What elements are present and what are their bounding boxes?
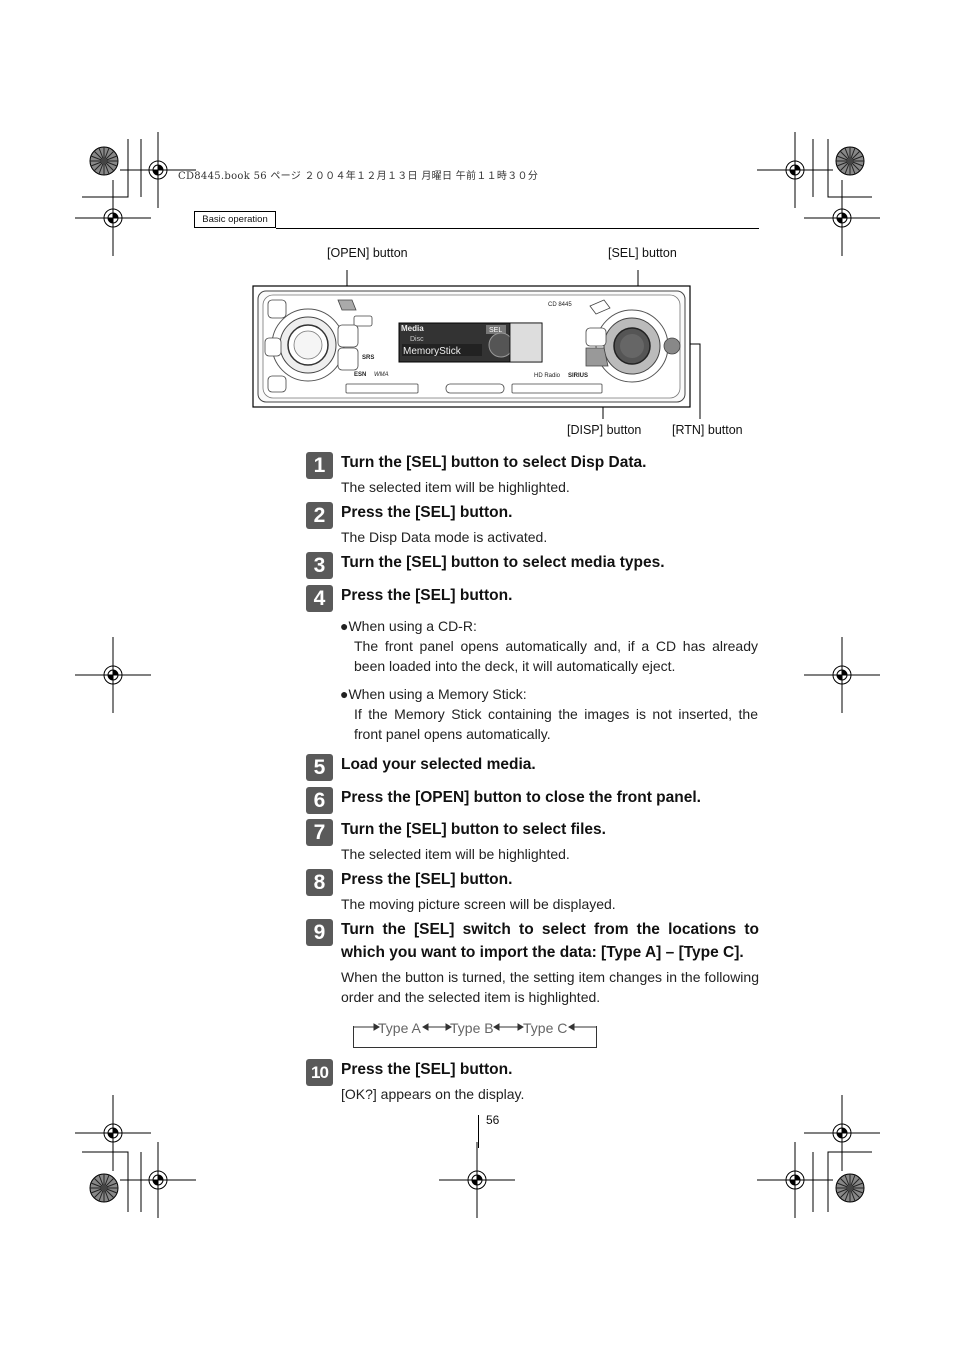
page-number-rule [478,1115,479,1148]
step-title-4: Press the [SEL] button. [341,587,513,604]
step-title-1: Turn the [SEL] button to select Disp Dat… [341,454,647,471]
bullet-memorystick-head: When using a Memory Stick: [348,686,527,702]
step-title-2: Press the [SEL] button. [341,504,513,521]
section-tab: Basic operation [194,211,276,228]
step-badge-6: 6 [306,787,333,814]
step-desc-9: When the button is turned, the setting i… [341,969,759,1005]
step-title-5: Load your selected media. [341,756,536,773]
step-title-9: Turn the [SEL] switch to select from the… [341,921,759,961]
cycle-type-a: Type A [378,1020,421,1036]
bullet-memorystick-body: If the Memory Stick containing the image… [354,706,758,742]
bullet-cdr-head: When using a CD-R: [348,618,477,634]
svg-text:HD Radio: HD Radio [534,373,561,379]
step-badge-1: 1 [306,452,333,479]
step-desc-8: The moving picture screen will be displa… [341,896,616,912]
step-badge-9: 9 [306,919,333,946]
bullet-dot: ● [340,618,349,634]
bullet-dot: ● [340,686,349,702]
bullet-cdr: ●When using a CD-R: [340,618,477,634]
step-desc-10: [OK?] appears on the display. [341,1086,525,1102]
svg-text:SRS: SRS [362,355,374,361]
cycle-type-c: Type C [523,1020,568,1036]
volume-knob [271,308,345,382]
callout-open: [OPEN] button [327,246,408,260]
step-badge-7: 7 [306,819,333,846]
car-stereo-illustration: Media Disc MemoryStick SEL CD 8445 ECLIP… [252,270,701,419]
lcd-line1: Media [401,324,424,333]
step-desc-1: The selected item will be highlighted. [341,479,570,495]
print-header: CD8445.book 56 ページ ２００４年１２月１３日 月曜日 午前１１時… [178,171,539,182]
step-title-3: Turn the [SEL] button to select media ty… [341,554,665,571]
cycle-type-b: Type B [450,1020,494,1036]
step-badge-5: 5 [306,754,333,781]
lcd-sel: SEL [489,327,502,334]
step-badge-10: 10 [306,1059,333,1086]
cycle-arrows [353,1023,596,1031]
step-badge-3: 3 [306,552,333,579]
callout-rtn: [RTN] button [672,423,743,437]
step-badge-8: 8 [306,869,333,896]
page-number: 56 [486,1113,500,1127]
step-title-10: Press the [SEL] button. [341,1061,513,1078]
step-title-8: Press the [SEL] button. [341,871,513,888]
sel-knob [595,309,669,383]
lcd-line2: Disc [410,336,424,343]
bullet-cdr-body: The front panel opens automatically and,… [354,638,758,674]
bullet-memorystick: ●When using a Memory Stick: [340,686,527,702]
step-badge-2: 2 [306,502,333,529]
device-model: CD 8445 [548,302,572,308]
callout-sel: [SEL] button [608,246,677,260]
svg-text:WMA: WMA [374,372,389,378]
cycle-diagram-frame [353,1026,597,1048]
step-desc-2: The Disp Data mode is activated. [341,529,548,545]
section-rule [276,228,759,229]
svg-text:ESN: ESN [354,372,366,378]
step-badge-4: 4 [306,585,333,612]
step-title-6: Press the [OPEN] button to close the fro… [341,789,701,806]
svg-text:SIRIUS: SIRIUS [568,373,588,379]
step-desc-7: The selected item will be highlighted. [341,846,570,862]
lcd-line3: MemoryStick [403,346,462,357]
callout-disp: [DISP] button [567,423,642,437]
step-title-7: Turn the [SEL] button to select files. [341,821,606,838]
